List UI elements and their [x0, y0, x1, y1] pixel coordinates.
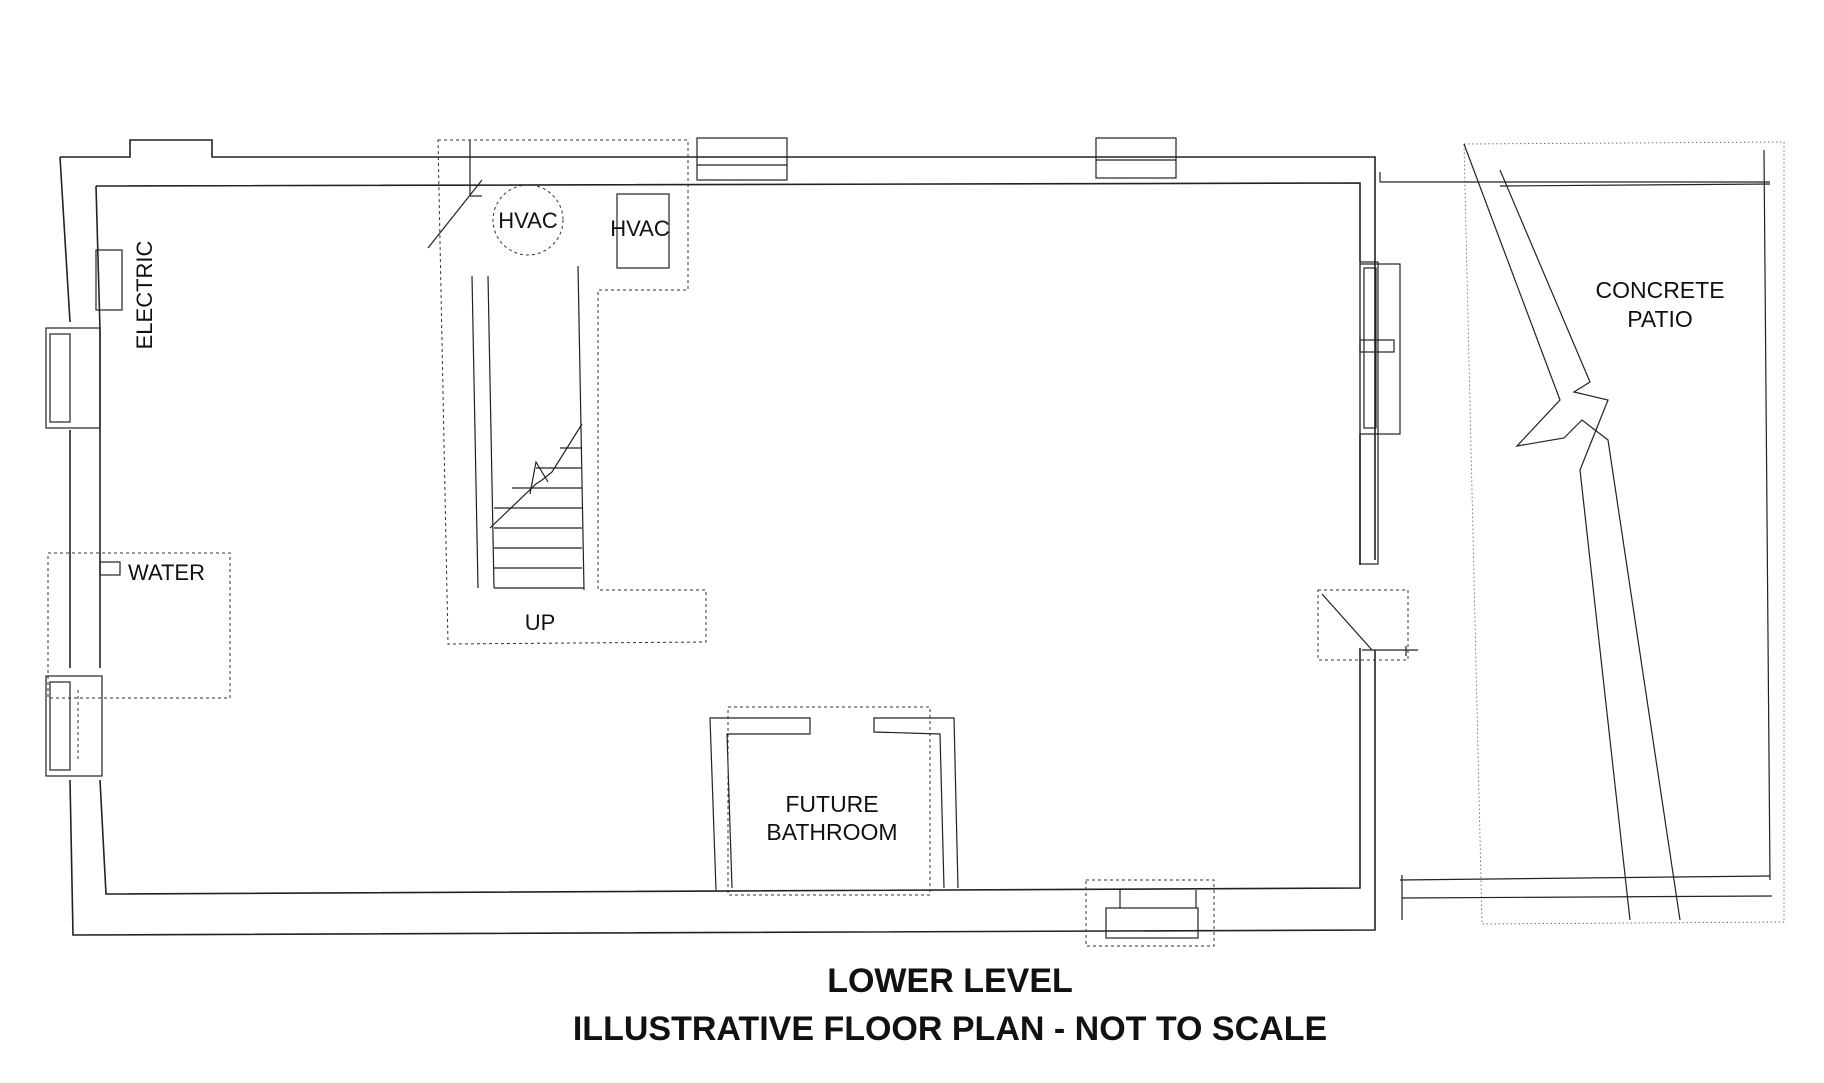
west-window-south	[45, 675, 103, 777]
water-label: WATER	[128, 560, 205, 585]
stair-enclosure	[437, 139, 707, 645]
north-window-1	[696, 137, 788, 181]
bathroom-label-line1: FUTURE	[785, 791, 878, 817]
water-area	[47, 552, 231, 699]
patio-door	[1317, 589, 1409, 661]
bathroom-label-line2: BATHROOM	[766, 819, 897, 845]
exterior-wall-outer	[59, 139, 1376, 936]
electric-panel	[95, 249, 123, 311]
patio-label-line2: PATIO	[1627, 306, 1693, 332]
hvac-round-unit	[492, 184, 564, 256]
concrete-patio	[1379, 141, 1785, 925]
south-window-well	[1085, 879, 1215, 947]
hvac-round-label: HVAC	[498, 208, 558, 233]
east-door-leaf	[1363, 267, 1377, 429]
patio-label-line1: CONCRETE	[1595, 277, 1724, 303]
staircase	[471, 265, 585, 591]
patio-door-swing	[1321, 593, 1373, 651]
east-door-handle	[1359, 339, 1395, 353]
water-heater	[99, 561, 121, 576]
north-window-2	[1095, 137, 1177, 179]
future-bathroom	[709, 706, 959, 896]
mech-door-swing	[427, 179, 483, 249]
hvac-square-label: HVAC	[610, 216, 670, 241]
hvac-square-unit	[616, 193, 670, 269]
west-window-north	[45, 327, 101, 429]
plan-title: LOWER LEVEL	[827, 962, 1073, 1000]
electric-label: ELECTRIC	[132, 240, 157, 349]
west-window-north-inner	[49, 333, 71, 423]
plan-subtitle: ILLUSTRATIVE FLOOR PLAN - NOT TO SCALE	[573, 1010, 1327, 1048]
exterior-wall-inner	[95, 182, 1361, 895]
west-window-south-inner	[49, 681, 71, 771]
stairs-up-label: UP	[525, 610, 556, 635]
south-window	[1105, 907, 1199, 939]
